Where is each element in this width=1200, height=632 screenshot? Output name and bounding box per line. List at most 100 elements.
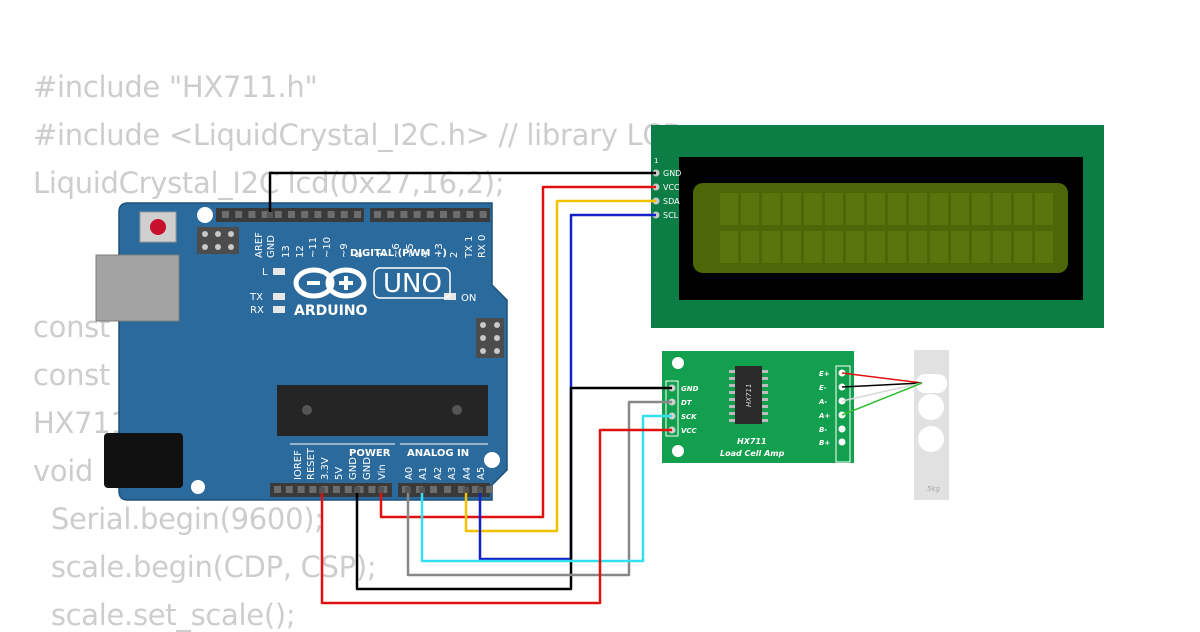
wire-load-green[interactable] bbox=[841, 382, 923, 416]
lcd-cell bbox=[783, 193, 801, 225]
pin-hole[interactable] bbox=[261, 211, 269, 218]
wire-a4-sda[interactable] bbox=[464, 199, 656, 533]
pin-hole[interactable] bbox=[248, 211, 256, 218]
pin-hole[interactable] bbox=[368, 486, 376, 493]
lcd-cell bbox=[825, 231, 843, 263]
pin-hole[interactable] bbox=[440, 211, 447, 218]
pin-hole[interactable] bbox=[444, 486, 451, 493]
lcd-cell bbox=[741, 231, 759, 263]
analog-header-label: ANALOG IN bbox=[407, 448, 469, 459]
wire-gnd-lcd[interactable] bbox=[268, 171, 656, 215]
digital-pin-header bbox=[216, 208, 490, 222]
pin-hole[interactable] bbox=[222, 211, 229, 218]
digital-pin-label: ~5 bbox=[405, 243, 416, 258]
lcd-pin-label: SCL bbox=[663, 211, 679, 220]
uno-badge bbox=[373, 267, 451, 299]
code-line: void bbox=[33, 454, 94, 488]
pin-hole[interactable] bbox=[472, 486, 479, 493]
load-cell-hole bbox=[918, 426, 944, 452]
code-line: #include "HX711.h" bbox=[33, 70, 318, 104]
code-line: scale.begin(CDP, CSP); bbox=[33, 550, 377, 584]
lcd-cell bbox=[867, 193, 885, 225]
wire-pin-cap bbox=[463, 487, 469, 493]
pin-hole[interactable] bbox=[340, 211, 348, 218]
hx711-pin[interactable] bbox=[838, 425, 846, 433]
lcd-cell bbox=[804, 193, 822, 225]
wire-load-red[interactable] bbox=[841, 372, 923, 384]
code-line: scale.set_scale(); bbox=[33, 598, 296, 632]
pin-caps bbox=[267, 212, 483, 493]
pin-hole[interactable] bbox=[235, 211, 243, 218]
pin-hole[interactable] bbox=[426, 211, 434, 218]
lcd-cell bbox=[846, 193, 864, 225]
pin-hole[interactable] bbox=[453, 211, 461, 218]
pin-hole[interactable] bbox=[301, 211, 309, 218]
led-l-label: L bbox=[262, 267, 268, 278]
pin-hole[interactable] bbox=[288, 211, 295, 218]
lcd-cell bbox=[846, 231, 864, 263]
pin-hole[interactable] bbox=[458, 486, 465, 493]
power-pin-label: 3.3V bbox=[320, 457, 331, 480]
pin-hole[interactable] bbox=[274, 486, 281, 493]
pin-hole[interactable] bbox=[309, 486, 317, 493]
wire-load-white[interactable] bbox=[841, 382, 923, 402]
lcd-pin-label: VCC bbox=[663, 183, 680, 192]
load-cell-label: 5kg bbox=[927, 485, 941, 493]
digital-pin-label: 12 bbox=[295, 245, 306, 258]
pin-hole[interactable] bbox=[400, 211, 408, 218]
wire-pin-cap bbox=[477, 487, 483, 493]
lcd-cell bbox=[762, 231, 780, 263]
power-header-label: POWER bbox=[349, 448, 391, 459]
lcd-cell bbox=[888, 231, 906, 263]
pin-hole[interactable] bbox=[374, 211, 381, 218]
analog-pin-label: A2 bbox=[433, 467, 444, 480]
led-l bbox=[273, 268, 285, 275]
load-cell-hole bbox=[916, 374, 947, 393]
digital-pin-label: 2 bbox=[449, 252, 460, 258]
pin-hole[interactable] bbox=[413, 211, 421, 218]
pin-hole[interactable] bbox=[314, 211, 322, 218]
wire-a1-sck[interactable] bbox=[420, 414, 672, 563]
wire-a0-dt[interactable] bbox=[406, 400, 672, 577]
pin-hole[interactable] bbox=[344, 486, 352, 493]
pin-hole[interactable] bbox=[327, 211, 335, 218]
pin-hole[interactable] bbox=[297, 486, 305, 493]
hx711-pin[interactable] bbox=[838, 438, 846, 446]
digital-pin-label: ~10 bbox=[322, 237, 333, 258]
wire-gnd-hx711[interactable] bbox=[355, 386, 672, 591]
pin-hole[interactable] bbox=[274, 211, 282, 218]
pin-hole[interactable] bbox=[354, 211, 361, 218]
pin-hole[interactable] bbox=[333, 486, 340, 493]
lcd-cell bbox=[804, 231, 822, 263]
pin-hole[interactable] bbox=[479, 211, 487, 218]
digital-pin-label: ~9 bbox=[339, 243, 350, 258]
pin-hole[interactable] bbox=[285, 486, 293, 493]
lcd-cell bbox=[867, 231, 885, 263]
arduino-brand-label: ARDUINO bbox=[294, 303, 368, 319]
wire-5v-hx711-vcc[interactable] bbox=[320, 428, 672, 605]
mounting-hole bbox=[484, 452, 500, 468]
led-tx bbox=[273, 293, 285, 300]
wires bbox=[268, 171, 923, 605]
lcd-pin-label: GND bbox=[663, 169, 681, 178]
lcd-cell bbox=[993, 193, 1011, 225]
power-pin-label: Vin bbox=[377, 464, 388, 480]
lcd-cell bbox=[972, 231, 990, 263]
power-jack bbox=[104, 433, 183, 488]
hx711-chip-label: HX711 bbox=[745, 384, 753, 407]
pin-hole[interactable] bbox=[486, 486, 493, 493]
pin-hole[interactable] bbox=[466, 211, 474, 218]
led-tx-label: TX bbox=[249, 292, 263, 303]
wire-load-black[interactable] bbox=[841, 382, 923, 388]
wire-pin-cap bbox=[267, 212, 273, 218]
pin-hole[interactable] bbox=[356, 486, 364, 493]
code-line: #include <LiquidCrystal_I2C.h> // librar… bbox=[33, 118, 685, 152]
digital-pin-label: ~6 bbox=[391, 243, 402, 258]
code-line: Serial.begin(9600); bbox=[33, 502, 324, 536]
pin-hole[interactable] bbox=[430, 486, 437, 493]
wire-pin-cap bbox=[354, 487, 360, 493]
load-cell: 5kg bbox=[914, 350, 949, 500]
pin-hole[interactable] bbox=[387, 211, 395, 218]
wire-vin-lcd-vcc[interactable] bbox=[379, 185, 656, 519]
